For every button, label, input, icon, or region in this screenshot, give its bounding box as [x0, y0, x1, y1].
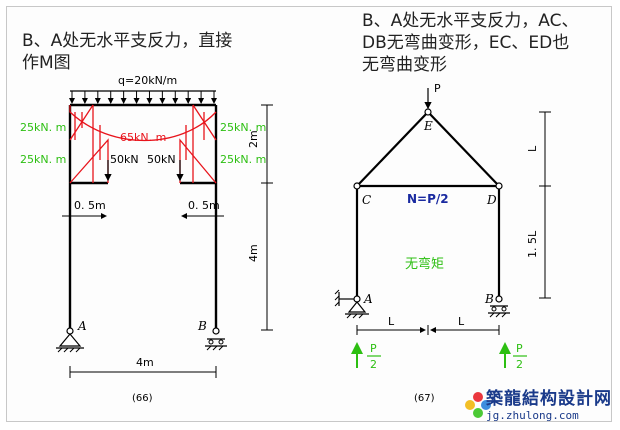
support-A-66: A [56, 319, 87, 353]
moment-diagram [69, 104, 217, 184]
moment-label-mid: 65kN. m [120, 131, 166, 144]
moment-label-tr: 25kN. m [220, 121, 266, 134]
reaction-B-numerator: P [516, 342, 523, 355]
moment-label-tl: 25kN. m [20, 121, 66, 134]
dim-L-right: L [458, 315, 465, 328]
distributed-load: q=20kN/m [69, 74, 217, 104]
node-A-67: A [363, 292, 373, 306]
height-label-bottom: 4m [247, 244, 260, 262]
watermark-text: 築龍結构設計网 jg.zhulong.com [486, 384, 612, 422]
left-caption-line-1: B、A处无水平支反力，直接 [22, 31, 233, 51]
span-dim: 4m [69, 356, 217, 378]
node-C: C [362, 193, 371, 207]
force-label-right: 50kN [147, 153, 176, 166]
load-label: q=20kN/m [118, 74, 177, 87]
node-A-66: A [77, 319, 87, 333]
figure-number-67: (67) [414, 393, 435, 404]
load-P: P [434, 82, 441, 95]
moment-label-br: 25kN. m [220, 153, 266, 166]
dim-L-vertical: L [526, 145, 539, 152]
right-caption: B、A处无水平支反力，AC、 DB无弯曲变形，EC、ED也 无弯曲变形 [362, 10, 602, 76]
span-dims-67: L L [356, 315, 500, 335]
frame-66 [68, 103, 218, 330]
frame-67 [355, 111, 501, 298]
span-label: 4m [136, 356, 154, 369]
node-B-67: B [484, 292, 494, 306]
reaction-B: P 2 [499, 342, 527, 371]
support-A-67: A [334, 289, 373, 319]
watermark-url: jg.zhulong.com [486, 409, 579, 422]
offset-label-left: 0. 5m [74, 199, 106, 212]
figure-67: P E C D N=P/2 无弯矩 L [334, 82, 551, 404]
offset-label-right: 0. 5m [188, 199, 220, 212]
reaction-A-numerator: P [370, 342, 377, 355]
node-E: E [423, 119, 433, 133]
reaction-A-denominator: 2 [370, 358, 377, 371]
watermark-logo-icon [465, 392, 491, 418]
support-B-66: B [197, 319, 227, 351]
dim-15L: 1. 5L [526, 230, 539, 258]
height-dims: 2m 4m [247, 104, 273, 331]
slide-frame [6, 6, 612, 422]
member-force-label: N=P/2 [407, 192, 449, 206]
support-B-67: B [484, 292, 510, 318]
right-caption-line-1: B、A处无水平支反力，AC、 [362, 11, 579, 31]
reaction-B-denominator: 2 [516, 358, 523, 371]
left-caption: B、A处无水平支反力，直接 作M图 [22, 30, 262, 74]
reaction-A: P 2 [351, 342, 381, 371]
dim-L-left: L [388, 315, 395, 328]
watermark-name: 築龍結构設計网 [486, 389, 612, 409]
height-label-top: 2m [247, 130, 260, 148]
moment-labels: 25kN. m 25kN. m 25kN. m 25kN. m 65kN. m [20, 121, 266, 166]
node-D: D [486, 193, 497, 207]
node-B-66: B [197, 319, 207, 333]
point-loads-66: 50kN 50kN [104, 153, 184, 182]
left-caption-line-2: 作M图 [22, 53, 71, 73]
offset-dims: 0. 5m 0. 5m [62, 199, 224, 219]
figure-number-66: (66) [132, 393, 153, 404]
watermark: 築龍結构設計网 jg.zhulong.com [460, 384, 612, 422]
force-label-left: 50kN [110, 153, 139, 166]
right-caption-line-2: DB无弯曲变形，EC、ED也 [362, 33, 570, 53]
right-caption-line-3: 无弯曲变形 [362, 55, 447, 75]
moment-label-bl: 25kN. m [20, 153, 66, 166]
height-dims-67: L 1. 5L [526, 111, 551, 299]
figure-66: q=20kN/m [20, 74, 273, 404]
no-bending-label: 无弯矩 [405, 256, 444, 272]
